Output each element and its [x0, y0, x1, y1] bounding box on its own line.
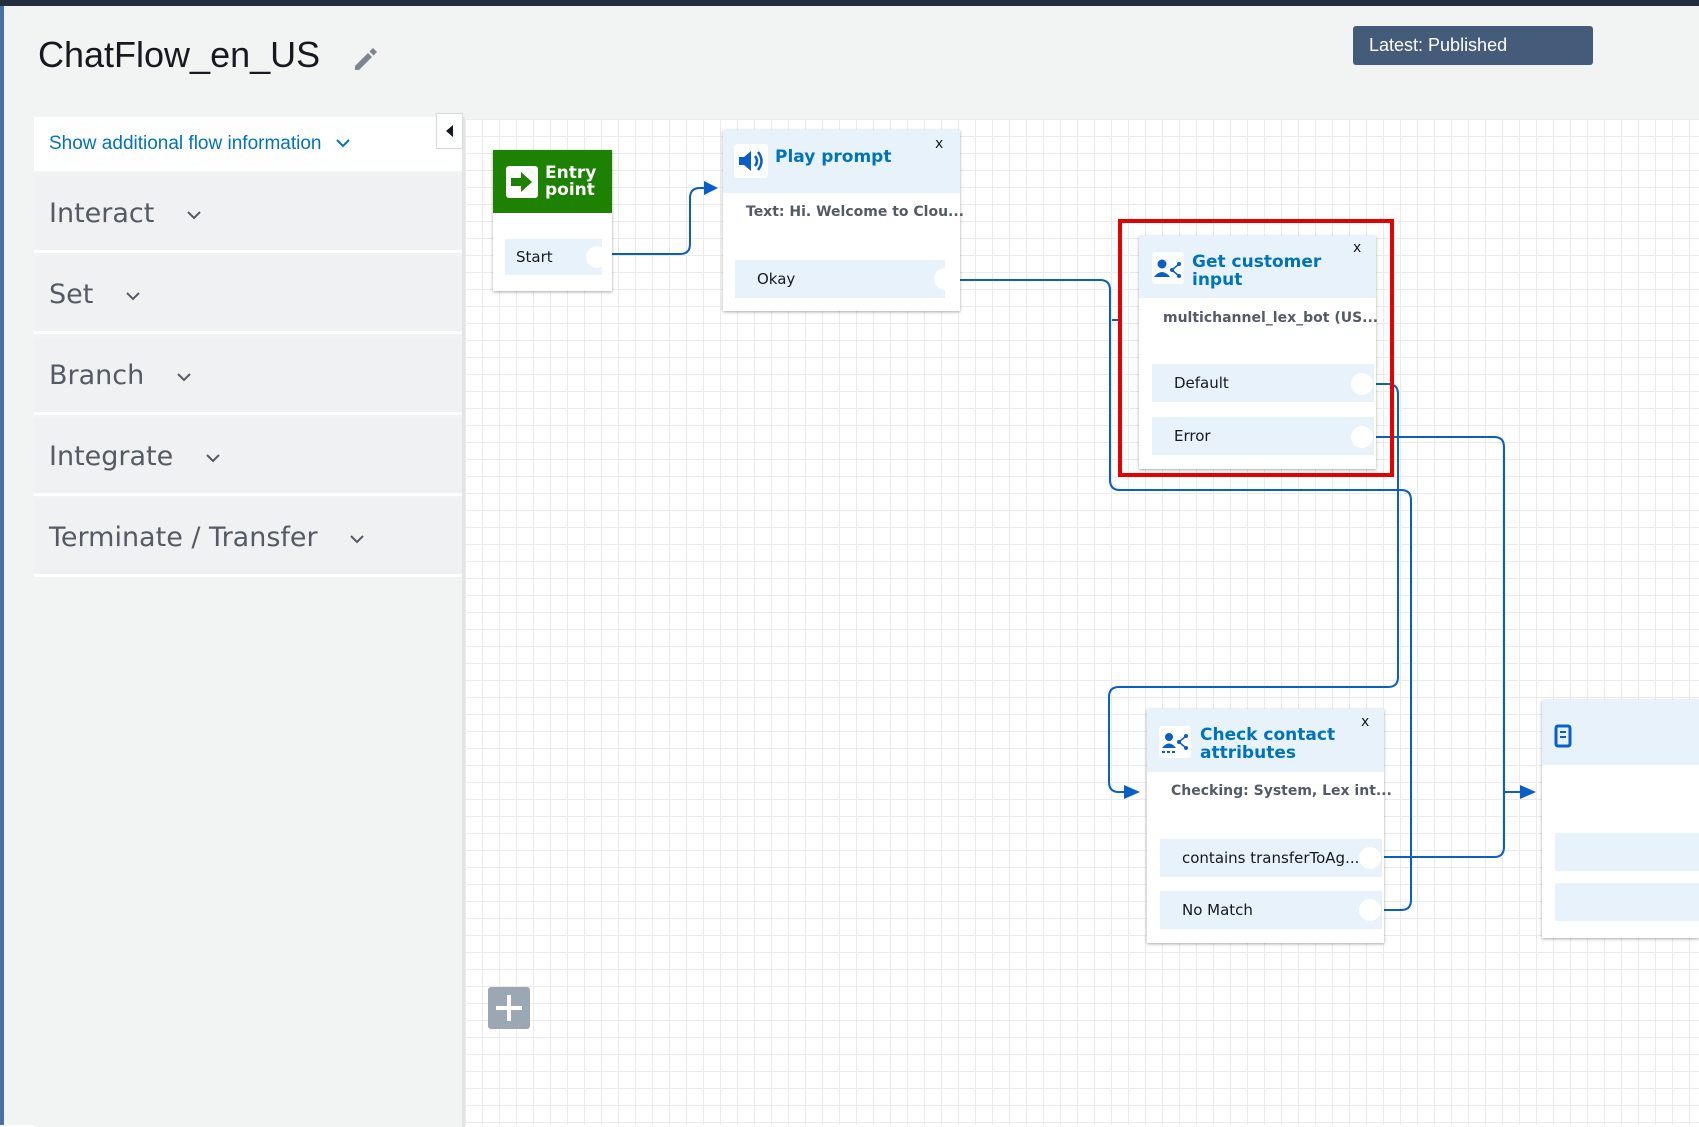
show-flow-info-label: Show additional flow information: [49, 133, 322, 154]
pencil-icon[interactable]: [350, 44, 380, 74]
chevron-down-icon: [350, 534, 364, 543]
block-description: multichannel_lex_bot (US...: [1163, 310, 1379, 326]
group-label: Interact: [49, 198, 155, 229]
get-customer-input-block[interactable]: Get customer input x multichannel_lex_bo…: [1139, 236, 1379, 469]
branch-label: Start: [516, 248, 553, 266]
group-branch[interactable]: Branch: [34, 337, 462, 415]
branch-label: contains transferToAg...: [1182, 849, 1360, 867]
branch-error[interactable]: Error: [1152, 417, 1374, 455]
block-title: Play prompt: [775, 147, 892, 167]
check-contact-attributes-block[interactable]: Check contact attributes x Checking: Sys…: [1147, 709, 1392, 943]
branch-port[interactable]: [586, 246, 608, 268]
entry-arrow-icon: [506, 166, 538, 198]
group-label: Terminate / Transfer: [49, 522, 318, 553]
group-label: Integrate: [49, 441, 174, 472]
flow-canvas[interactable]: [465, 119, 1699, 1125]
branch-row[interactable]: [1555, 833, 1699, 871]
show-flow-info-link[interactable]: Show additional flow information: [34, 117, 462, 171]
entry-point-title: Entry point: [545, 165, 596, 199]
check-attributes-icon: [1159, 726, 1191, 758]
block-title: Check contact attributes: [1200, 726, 1335, 762]
chevron-down-icon: [206, 453, 220, 462]
block-title-line1: Check contact: [1200, 725, 1336, 745]
sidebar-divider: [462, 117, 465, 1127]
branch-no-match[interactable]: No Match: [1160, 891, 1382, 929]
add-icon: [496, 995, 522, 1021]
close-block-button[interactable]: x: [1353, 240, 1362, 256]
chevron-down-icon: [177, 372, 191, 381]
customer-input-icon: [1152, 252, 1184, 284]
branch-label: Error: [1174, 427, 1211, 445]
play-prompt-block[interactable]: Play prompt x Text: Hi. Welcome to Clou.…: [723, 130, 964, 311]
version-status-button[interactable]: Latest: Published: [1353, 26, 1593, 65]
block-description: Checking: System, Lex int...: [1171, 783, 1392, 799]
block-library-sidebar: Show additional flow information Interac…: [34, 117, 462, 1127]
highlight-box: [1118, 219, 1394, 477]
window-left-rail: [0, 6, 4, 1125]
collapse-left-icon: [446, 125, 453, 137]
offscreen-block[interactable]: [1542, 700, 1699, 938]
branch-port[interactable]: [1351, 426, 1373, 448]
group-terminate-transfer[interactable]: Terminate / Transfer: [34, 499, 462, 577]
chevron-down-icon: [336, 139, 350, 148]
branch-label: Okay: [757, 270, 796, 288]
document-icon: [1554, 724, 1572, 748]
chevron-down-icon: [126, 291, 140, 300]
speaker-icon: [734, 144, 768, 178]
entry-title-line1: Entry: [545, 163, 597, 183]
add-block-button[interactable]: [488, 987, 530, 1029]
branch-port[interactable]: [934, 268, 956, 290]
branch-row[interactable]: [1555, 883, 1699, 921]
entry-title-line2: point: [545, 180, 595, 200]
branch-default[interactable]: Default: [1152, 364, 1374, 402]
chevron-down-icon: [187, 210, 201, 219]
group-interact[interactable]: Interact: [34, 175, 462, 253]
branch-port[interactable]: [1359, 899, 1381, 921]
group-label: Set: [49, 279, 94, 310]
group-label: Branch: [49, 360, 145, 391]
branch-okay[interactable]: Okay: [735, 260, 945, 298]
block-header: [1542, 700, 1699, 765]
group-integrate[interactable]: Integrate: [34, 418, 462, 496]
branch-label: Default: [1174, 374, 1229, 392]
branch-port[interactable]: [1359, 847, 1381, 869]
branch-port[interactable]: [1351, 373, 1373, 395]
block-title-line2: attributes: [1200, 743, 1296, 763]
close-block-button[interactable]: x: [935, 136, 944, 152]
collapse-sidebar-button[interactable]: [436, 113, 463, 149]
top-bar: [0, 0, 1699, 6]
branch-label: No Match: [1182, 901, 1253, 919]
close-block-button[interactable]: x: [1361, 714, 1370, 730]
entry-point-header: Entry point: [493, 150, 612, 213]
branch-start[interactable]: Start: [505, 239, 602, 275]
block-description: Text: Hi. Welcome to Clou...: [746, 204, 964, 220]
group-set[interactable]: Set: [34, 256, 462, 334]
block-title: Get customer input: [1192, 252, 1322, 290]
page-title: ChatFlow_en_US: [38, 34, 321, 75]
entry-point-block[interactable]: Entry point Start: [493, 150, 612, 291]
branch-contains-transfer[interactable]: contains transferToAg...: [1160, 839, 1382, 877]
